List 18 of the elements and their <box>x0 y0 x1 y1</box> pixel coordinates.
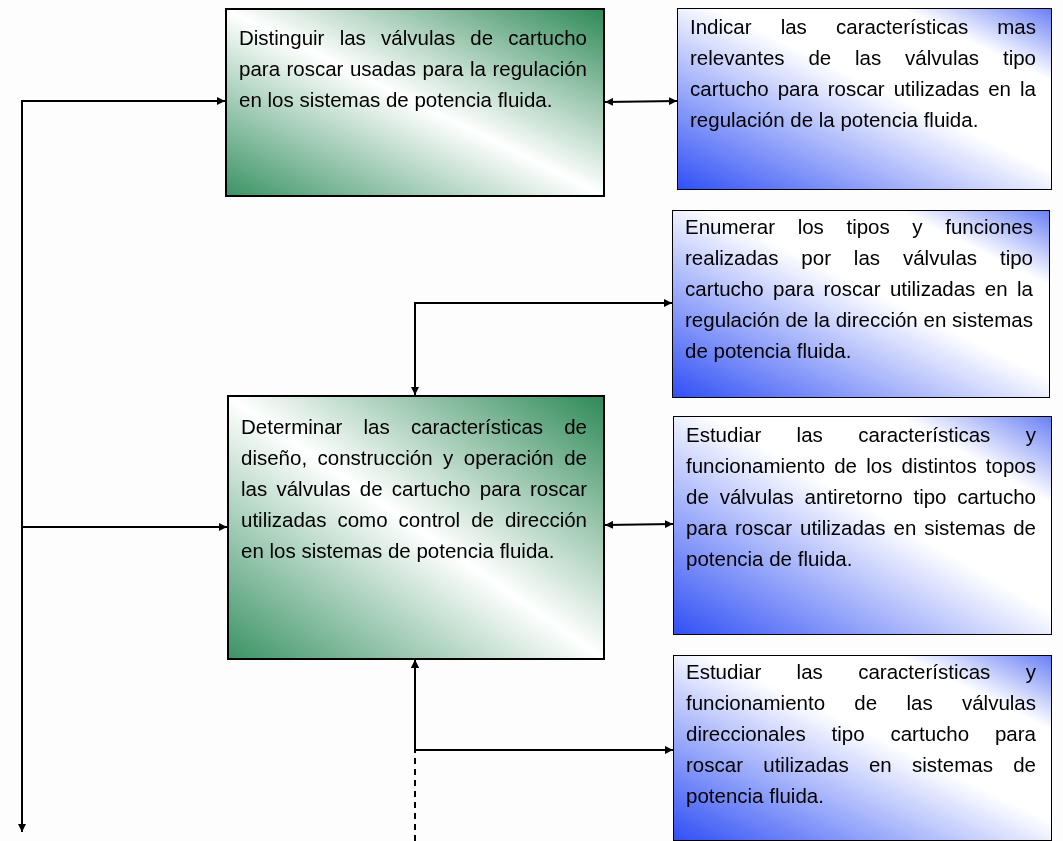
arrow <box>604 520 674 529</box>
objective-text: Enumerar los tipos y funciones realizadas por las válvulas tipo cartucho para roscar utilizadas en la regulación de la dirección en sistemas de potencia fluida. <box>685 214 1033 364</box>
objective-box <box>672 210 1050 398</box>
objective-text: Determinar las características de diseño, construcción y operación de las válvulas de cartucho para roscar utilizadas como control de dirección en los sistemas de potencia fluida. <box>241 414 587 564</box>
objective-text: Distinguir las válvulas de cartucho para roscar usadas para la regulación en los sistemas de potencia fluida. <box>239 25 587 113</box>
objective-box <box>677 8 1052 190</box>
objective-box <box>673 655 1052 841</box>
objective-text: Indicar las características mas relevantes de las válvulas tipo cartucho para roscar utilizadas en la regulación de la potencia fluida. <box>690 14 1036 133</box>
objective-box <box>673 416 1052 635</box>
objective-text: Estudiar las características y funcionamiento de los distintos topos de válvulas antiretorno tipo cartucho para roscar utilizadas en sistemas de potencia de fluida. <box>686 422 1036 572</box>
arrow <box>411 299 673 396</box>
objective-box <box>225 8 605 197</box>
arrow <box>18 97 226 833</box>
arrow <box>411 659 419 841</box>
objective-box <box>227 395 605 660</box>
arrow <box>21 523 228 531</box>
arrow <box>604 97 678 106</box>
objective-text: Estudiar las características y funcionamiento de las válvulas direccionales tipo cartucho para roscar utilizadas en sistemas de potencia fluida. <box>686 659 1036 809</box>
